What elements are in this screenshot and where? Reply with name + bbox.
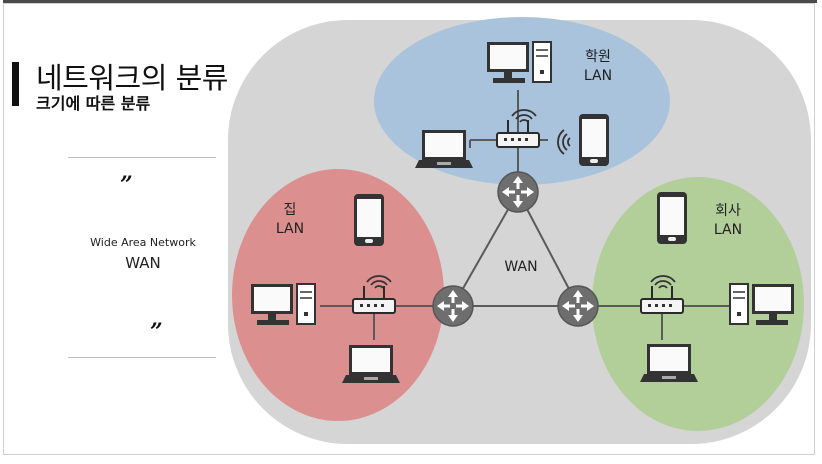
page-subtitle: 크기에 따른 분류 (36, 94, 151, 113)
divider-top (68, 157, 216, 158)
laptop-academy (415, 130, 473, 168)
wan-full-name: Wide Area Network (90, 236, 196, 249)
phone-academy (579, 114, 609, 166)
router-company (557, 285, 599, 327)
slide-frame (3, 3, 815, 455)
company-label-lan: LAN (714, 222, 742, 238)
academy-label-lan: LAN (584, 68, 612, 84)
home-label-name: 집 (284, 202, 297, 218)
wan-short-name: WAN (125, 254, 161, 272)
router-home (432, 285, 474, 327)
title-accent-bar (12, 62, 19, 106)
phone-company (657, 192, 687, 244)
close-quote: ” (150, 319, 163, 345)
laptop-company (640, 344, 698, 382)
laptop-home (342, 345, 400, 383)
phone-home (354, 194, 384, 246)
page-title: 네트워크의 분류 (36, 61, 228, 95)
open-quote: ” (120, 172, 133, 198)
company-lan-region (592, 177, 804, 431)
home-label-lan: LAN (276, 221, 304, 237)
company-label-name: 회사 (715, 203, 741, 219)
divider-bottom (68, 357, 216, 358)
academy-label-name: 학원 (585, 49, 611, 65)
router-academy (497, 171, 539, 213)
wan-label: WAN (504, 259, 537, 275)
top-border (3, 0, 817, 3)
